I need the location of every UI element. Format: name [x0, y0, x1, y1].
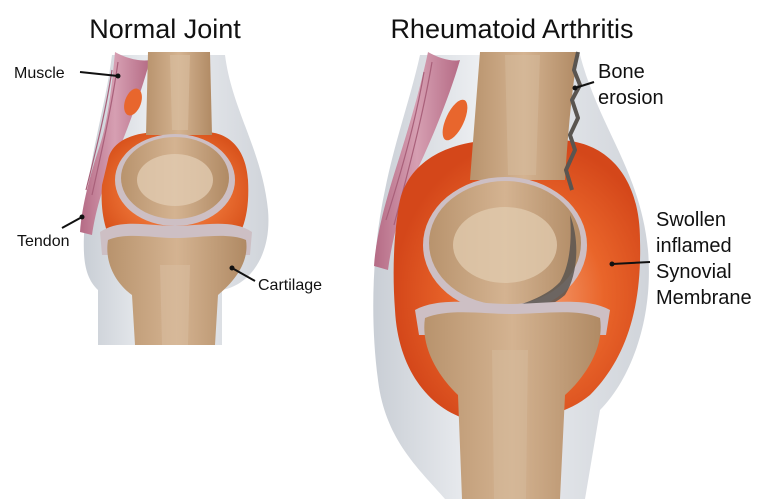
bone-erosion-label-line1: Bone [598, 61, 645, 83]
bone-erosion-label-line2: erosion [598, 87, 664, 109]
swollen-label-line4: Membrane [656, 287, 752, 309]
swollen-label-line1: Swollen [656, 209, 726, 231]
ra-joint-illustration [373, 52, 649, 499]
cartilage-label: Cartilage [258, 277, 322, 294]
swollen-label-line2: inflamed [656, 235, 732, 257]
ra-title: Rheumatoid Arthritis [390, 14, 633, 44]
swollen-label-line3: Synovial [656, 261, 732, 283]
tendon-leader [62, 217, 82, 228]
tendon-label: Tendon [17, 233, 70, 250]
muscle-label: Muscle [14, 65, 65, 82]
normal-joint-illustration [80, 52, 268, 345]
normal-joint-title: Normal Joint [89, 14, 241, 44]
